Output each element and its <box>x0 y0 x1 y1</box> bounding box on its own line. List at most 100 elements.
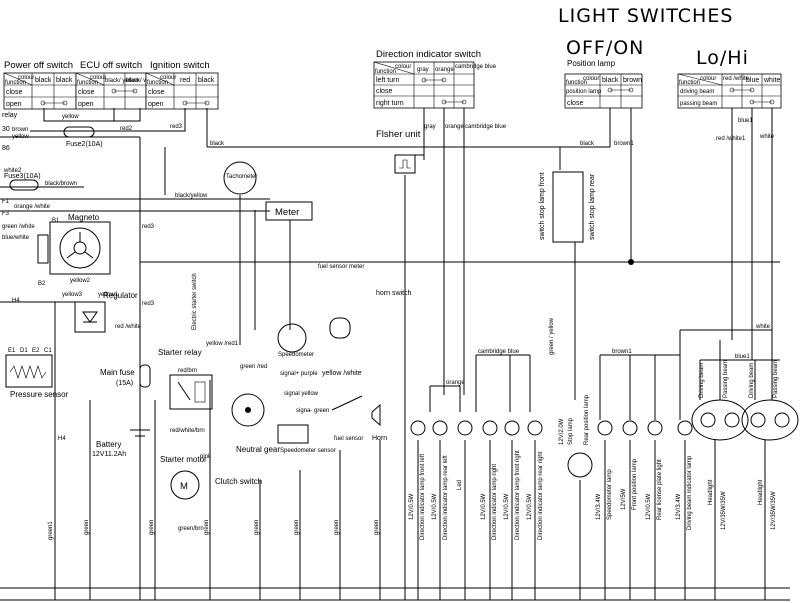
svg-text:12V/3.4W: 12V/3.4W <box>676 493 682 520</box>
svg-text:function: function <box>566 80 587 86</box>
svg-text:Direction indicator lamp rear: Direction indicator lamp rear left <box>443 455 449 540</box>
svg-text:Neutral gear: Neutral gear <box>236 445 280 454</box>
svg-text:white: white <box>755 324 771 330</box>
svg-text:Headlight: Headlight <box>708 479 714 505</box>
flasher-unit: Flsher unit <box>376 129 421 174</box>
ignition-title: Ignition switch <box>150 60 210 71</box>
svg-text:colour: colour <box>395 64 411 70</box>
svg-text:blue1: blue1 <box>738 118 753 124</box>
svg-text:red: red <box>180 77 190 84</box>
regulator: Regulator <box>74 291 138 333</box>
svg-text:right turn: right turn <box>376 100 404 107</box>
svg-text:signal yellow: signal yellow <box>284 391 319 397</box>
svg-text:switch stop lamp rear: switch stop lamp rear <box>589 173 596 240</box>
svg-text:F3: F3 <box>2 211 10 217</box>
svg-text:fuel sensor: fuel sensor <box>334 436 363 442</box>
svg-text:open: open <box>148 101 164 108</box>
ignition-switch-table: Ignition switch colour function red blac… <box>145 60 219 110</box>
svg-text:30: 30 <box>2 126 10 133</box>
magneto: Magneto <box>37 213 111 275</box>
annotation-off-on: OFF/ON <box>566 37 644 59</box>
svg-text:function: function <box>5 80 26 86</box>
headlight-switch-table: colour function red /white blue white dr… <box>677 73 782 109</box>
svg-text:switch stop lamp front: switch stop lamp front <box>539 172 546 240</box>
svg-text:function: function <box>375 69 396 75</box>
svg-text:white: white <box>759 134 775 140</box>
svg-text:orange: orange <box>446 380 465 386</box>
svg-text:Battery: Battery <box>96 440 121 449</box>
svg-text:open: open <box>6 101 22 108</box>
power-off-title: Power off switch <box>4 60 73 71</box>
svg-text:cambridge blue: cambridge blue <box>455 64 497 70</box>
svg-text:white: white <box>763 77 780 84</box>
speedometer: Speedometer signal+ purple signal yellow… <box>277 323 336 454</box>
svg-text:Fuse3(10A): Fuse3(10A) <box>4 173 41 180</box>
svg-text:brown1: brown1 <box>612 349 632 355</box>
svg-text:Pressure sensor: Pressure sensor <box>10 390 69 399</box>
annotation-line1: LIGHT SWITCHES <box>558 5 733 27</box>
svg-text:function: function <box>77 80 98 86</box>
annotation-lo-hi: Lo/Hi <box>696 47 749 69</box>
svg-text:green /white: green /white <box>2 224 35 230</box>
svg-text:green / yellow: green / yellow <box>549 317 555 355</box>
svg-text:green: green <box>374 520 380 535</box>
direction-title: Direction indicator switch <box>376 49 481 60</box>
wire-labels: relay 30 brown yellow 86 yellow red2 red… <box>2 112 775 540</box>
svg-text:yellow: yellow <box>12 134 29 140</box>
power-off-switch-table: Power off switch colour function black b… <box>3 60 77 110</box>
lamp-labels: 12V/0.5W Direction indicator lamp front … <box>409 394 693 540</box>
svg-text:relay: relay <box>2 112 18 119</box>
svg-text:Led: Led <box>457 480 463 490</box>
svg-text:black: black <box>580 141 595 147</box>
svg-text:H4: H4 <box>12 298 20 304</box>
svg-text:Electric starter switch: Electric starter switch <box>192 273 198 330</box>
svg-text:green: green <box>294 520 300 535</box>
svg-text:yellow /white: yellow /white <box>322 370 362 377</box>
svg-text:colour: colour <box>160 75 176 81</box>
svg-text:black/brown: black/brown <box>45 181 77 187</box>
svg-text:green/brn: green/brn <box>178 526 204 532</box>
svg-text:Rear license plate light: Rear license plate light <box>657 459 663 520</box>
svg-text:green1: green1 <box>48 521 54 540</box>
svg-text:black: black <box>602 77 619 84</box>
svg-text:Flsher unit: Flsher unit <box>376 129 421 140</box>
svg-text:red3: red3 <box>170 124 183 130</box>
svg-text:12V/35W/35W: 12V/35W/35W <box>721 491 727 530</box>
svg-text:Main fuse: Main fuse <box>100 368 135 377</box>
wires <box>0 108 790 601</box>
svg-text:passing beam: passing beam <box>680 101 717 107</box>
svg-text:12V/3.4W: 12V/3.4W <box>596 493 602 520</box>
svg-text:green /red: green /red <box>240 364 267 370</box>
svg-text:Speedometer: Speedometer <box>278 352 314 358</box>
stop-lamp-switches: switch stop lamp front switch stop lamp … <box>539 172 596 240</box>
svg-text:signal+ purple: signal+ purple <box>280 371 318 377</box>
svg-text:orange: orange <box>435 67 454 73</box>
svg-text:12V/0.5W: 12V/0.5W <box>504 493 510 520</box>
headlight-labels: Driving beam Passing beam Driving beam P… <box>699 360 779 530</box>
svg-text:driving beam: driving beam <box>680 89 714 95</box>
svg-text:Meter: Meter <box>275 207 299 218</box>
svg-text:green: green <box>149 520 155 535</box>
direction-indicator-switch-table: Direction indicator switch colour functi… <box>373 49 497 109</box>
svg-text:Regulator: Regulator <box>103 291 138 300</box>
svg-text:yellow1: yellow1 <box>98 292 119 298</box>
svg-text:Clutch switch: Clutch switch <box>215 477 262 486</box>
svg-text:Direction indicator lamp right: Direction indicator lamp right <box>492 464 498 540</box>
svg-text:H4: H4 <box>58 436 66 442</box>
svg-text:D1: D1 <box>20 348 28 354</box>
ecu-off-title: ECU off switch <box>80 60 142 71</box>
svg-text:yellow3: yellow3 <box>62 292 83 298</box>
svg-text:12V/0.5W: 12V/0.5W <box>409 493 415 520</box>
svg-text:black: black <box>198 77 215 84</box>
lamp-row <box>410 399 799 478</box>
svg-text:red /white: red /white <box>115 324 142 330</box>
svg-text:E1: E1 <box>8 348 16 354</box>
svg-text:12V11.2Ah: 12V11.2Ah <box>92 451 126 458</box>
svg-text:red2: red2 <box>120 126 133 132</box>
svg-text:signa- green: signa- green <box>296 408 329 414</box>
svg-text:Direction indicator lamp rear: Direction indicator lamp rear right <box>538 451 544 540</box>
svg-text:orange /white: orange /white <box>14 204 51 210</box>
svg-text:Speedometer sensor: Speedometer sensor <box>280 448 336 454</box>
battery: Battery 12V11.2Ah <box>92 429 150 458</box>
svg-text:position lamp: position lamp <box>566 89 602 95</box>
